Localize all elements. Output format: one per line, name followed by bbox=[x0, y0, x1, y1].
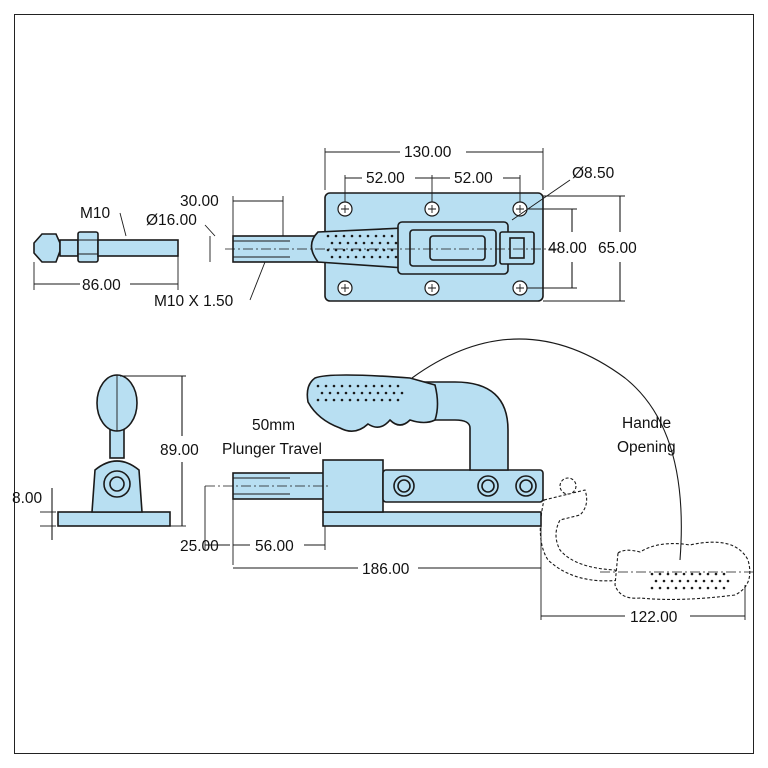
plunger-offset-label: 25.00 bbox=[180, 538, 219, 555]
side-handle-grip bbox=[306, 374, 439, 432]
plunger-neck bbox=[59, 239, 79, 257]
plunger-thread-label: M10 bbox=[80, 205, 111, 222]
handle-swing-label: 122.00 bbox=[630, 609, 678, 626]
side-view bbox=[204, 338, 755, 620]
top-handle-grip bbox=[310, 227, 413, 269]
plunger-knob bbox=[33, 233, 61, 263]
handle-swing-arc bbox=[411, 338, 682, 561]
travel-label-line2: Plunger Travel bbox=[222, 441, 322, 458]
thread-spec-label: M10 X 1.50 bbox=[154, 293, 234, 310]
handle-label-line1: Handle bbox=[622, 415, 671, 432]
plunger-length-label: 86.00 bbox=[82, 277, 121, 294]
plunger-rod bbox=[97, 239, 179, 257]
grip-texture bbox=[316, 234, 730, 590]
base-thickness-label: 8.00 bbox=[12, 490, 43, 507]
overall-length-label: 186.00 bbox=[362, 561, 410, 578]
travel-label-line1: 50mm bbox=[252, 417, 295, 434]
end-view bbox=[40, 374, 186, 540]
hole-spacing-right-label: 52.00 bbox=[454, 170, 493, 187]
side-base-plate bbox=[322, 511, 542, 527]
side-housing bbox=[322, 459, 384, 513]
plunger-travel-label: 56.00 bbox=[255, 538, 294, 555]
open-handle-grip bbox=[614, 541, 751, 600]
hole-spacing-left-label: 52.00 bbox=[366, 170, 405, 187]
end-handle-stem bbox=[109, 427, 125, 459]
plunger-detail-view bbox=[33, 212, 179, 290]
end-base-plate bbox=[57, 511, 171, 527]
side-linkage bbox=[382, 469, 544, 503]
plunger-nut bbox=[77, 231, 99, 263]
top-view bbox=[204, 148, 625, 302]
overall-width-label: 130.00 bbox=[404, 144, 452, 161]
end-height-label: 89.00 bbox=[160, 442, 199, 459]
open-handle-arm bbox=[539, 489, 621, 582]
overall-depth-label: 65.00 bbox=[598, 240, 637, 257]
hole-spacing-vertical-label: 48.00 bbox=[548, 240, 587, 257]
hole-diameter-label: Ø8.50 bbox=[572, 165, 615, 182]
handle-label-line2: Opening bbox=[617, 439, 676, 456]
plunger-diameter-label: Ø16.00 bbox=[146, 212, 197, 229]
plunger-length-top-label: 30.00 bbox=[180, 193, 219, 210]
